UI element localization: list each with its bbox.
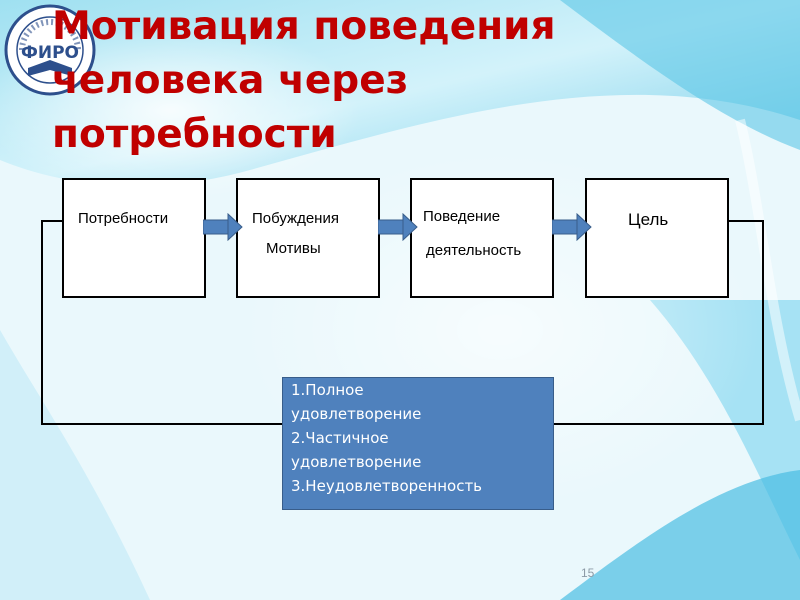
motives-box	[236, 178, 380, 298]
arrow-needs-to-motives	[203, 213, 243, 241]
loop-line-bottom-right	[554, 423, 764, 425]
loop-line-top-right	[729, 220, 764, 222]
page-number: 15	[581, 566, 595, 580]
firo-logo: ФИРО	[4, 4, 96, 96]
arrow-behavior-to-goal	[552, 213, 592, 241]
title-line-2: человека через	[52, 58, 409, 103]
goal-box	[585, 178, 729, 298]
loop-line-bottom-left	[41, 423, 283, 425]
loop-line-right-vertical	[762, 220, 764, 425]
arrow-motives-to-behavior	[378, 213, 418, 241]
motives-label-line1: Побуждения	[252, 210, 339, 227]
loop-line-top-left	[41, 220, 63, 222]
behavior-label-line1: Поведение	[423, 208, 501, 225]
motives-label-line2: Мотивы	[266, 240, 321, 257]
outcome-line-2: удовлетворение	[291, 405, 422, 423]
needs-box	[62, 178, 206, 298]
behavior-label-line2: деятельность	[426, 242, 522, 259]
slide-title: Мотивация поведения человека через потре…	[52, 0, 752, 162]
needs-label: Потребности	[78, 210, 169, 227]
outcome-line-5: 3.Неудовлетворенность	[291, 477, 483, 495]
title-line-3: потребности	[52, 112, 337, 157]
behavior-box	[410, 178, 554, 298]
loop-line-left-vertical	[41, 221, 43, 425]
goal-label: Цель	[628, 210, 669, 229]
svg-text:ФИРО: ФИРО	[21, 43, 79, 63]
title-line-1: Мотивация поведения	[52, 4, 556, 49]
outcome-line-4: удовлетворение	[291, 453, 422, 471]
outcomes-box: 1.Полное удовлетворение 2.Частичное удов…	[282, 377, 554, 510]
outcome-line-3: 2.Частичное	[291, 429, 389, 447]
outcome-line-1: 1.Полное	[291, 381, 364, 399]
